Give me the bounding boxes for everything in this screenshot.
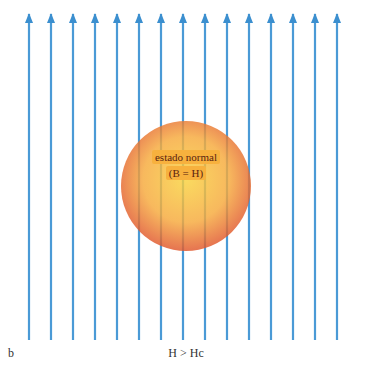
field-condition: H > Hc — [168, 346, 203, 361]
state-label: (B = H) — [166, 166, 206, 180]
panel-letter: b — [8, 346, 14, 361]
sphere-outline — [120, 120, 252, 252]
state-label: estado normal — [152, 150, 220, 164]
superconductor-sphere: estado normal (B = H) — [120, 120, 252, 252]
